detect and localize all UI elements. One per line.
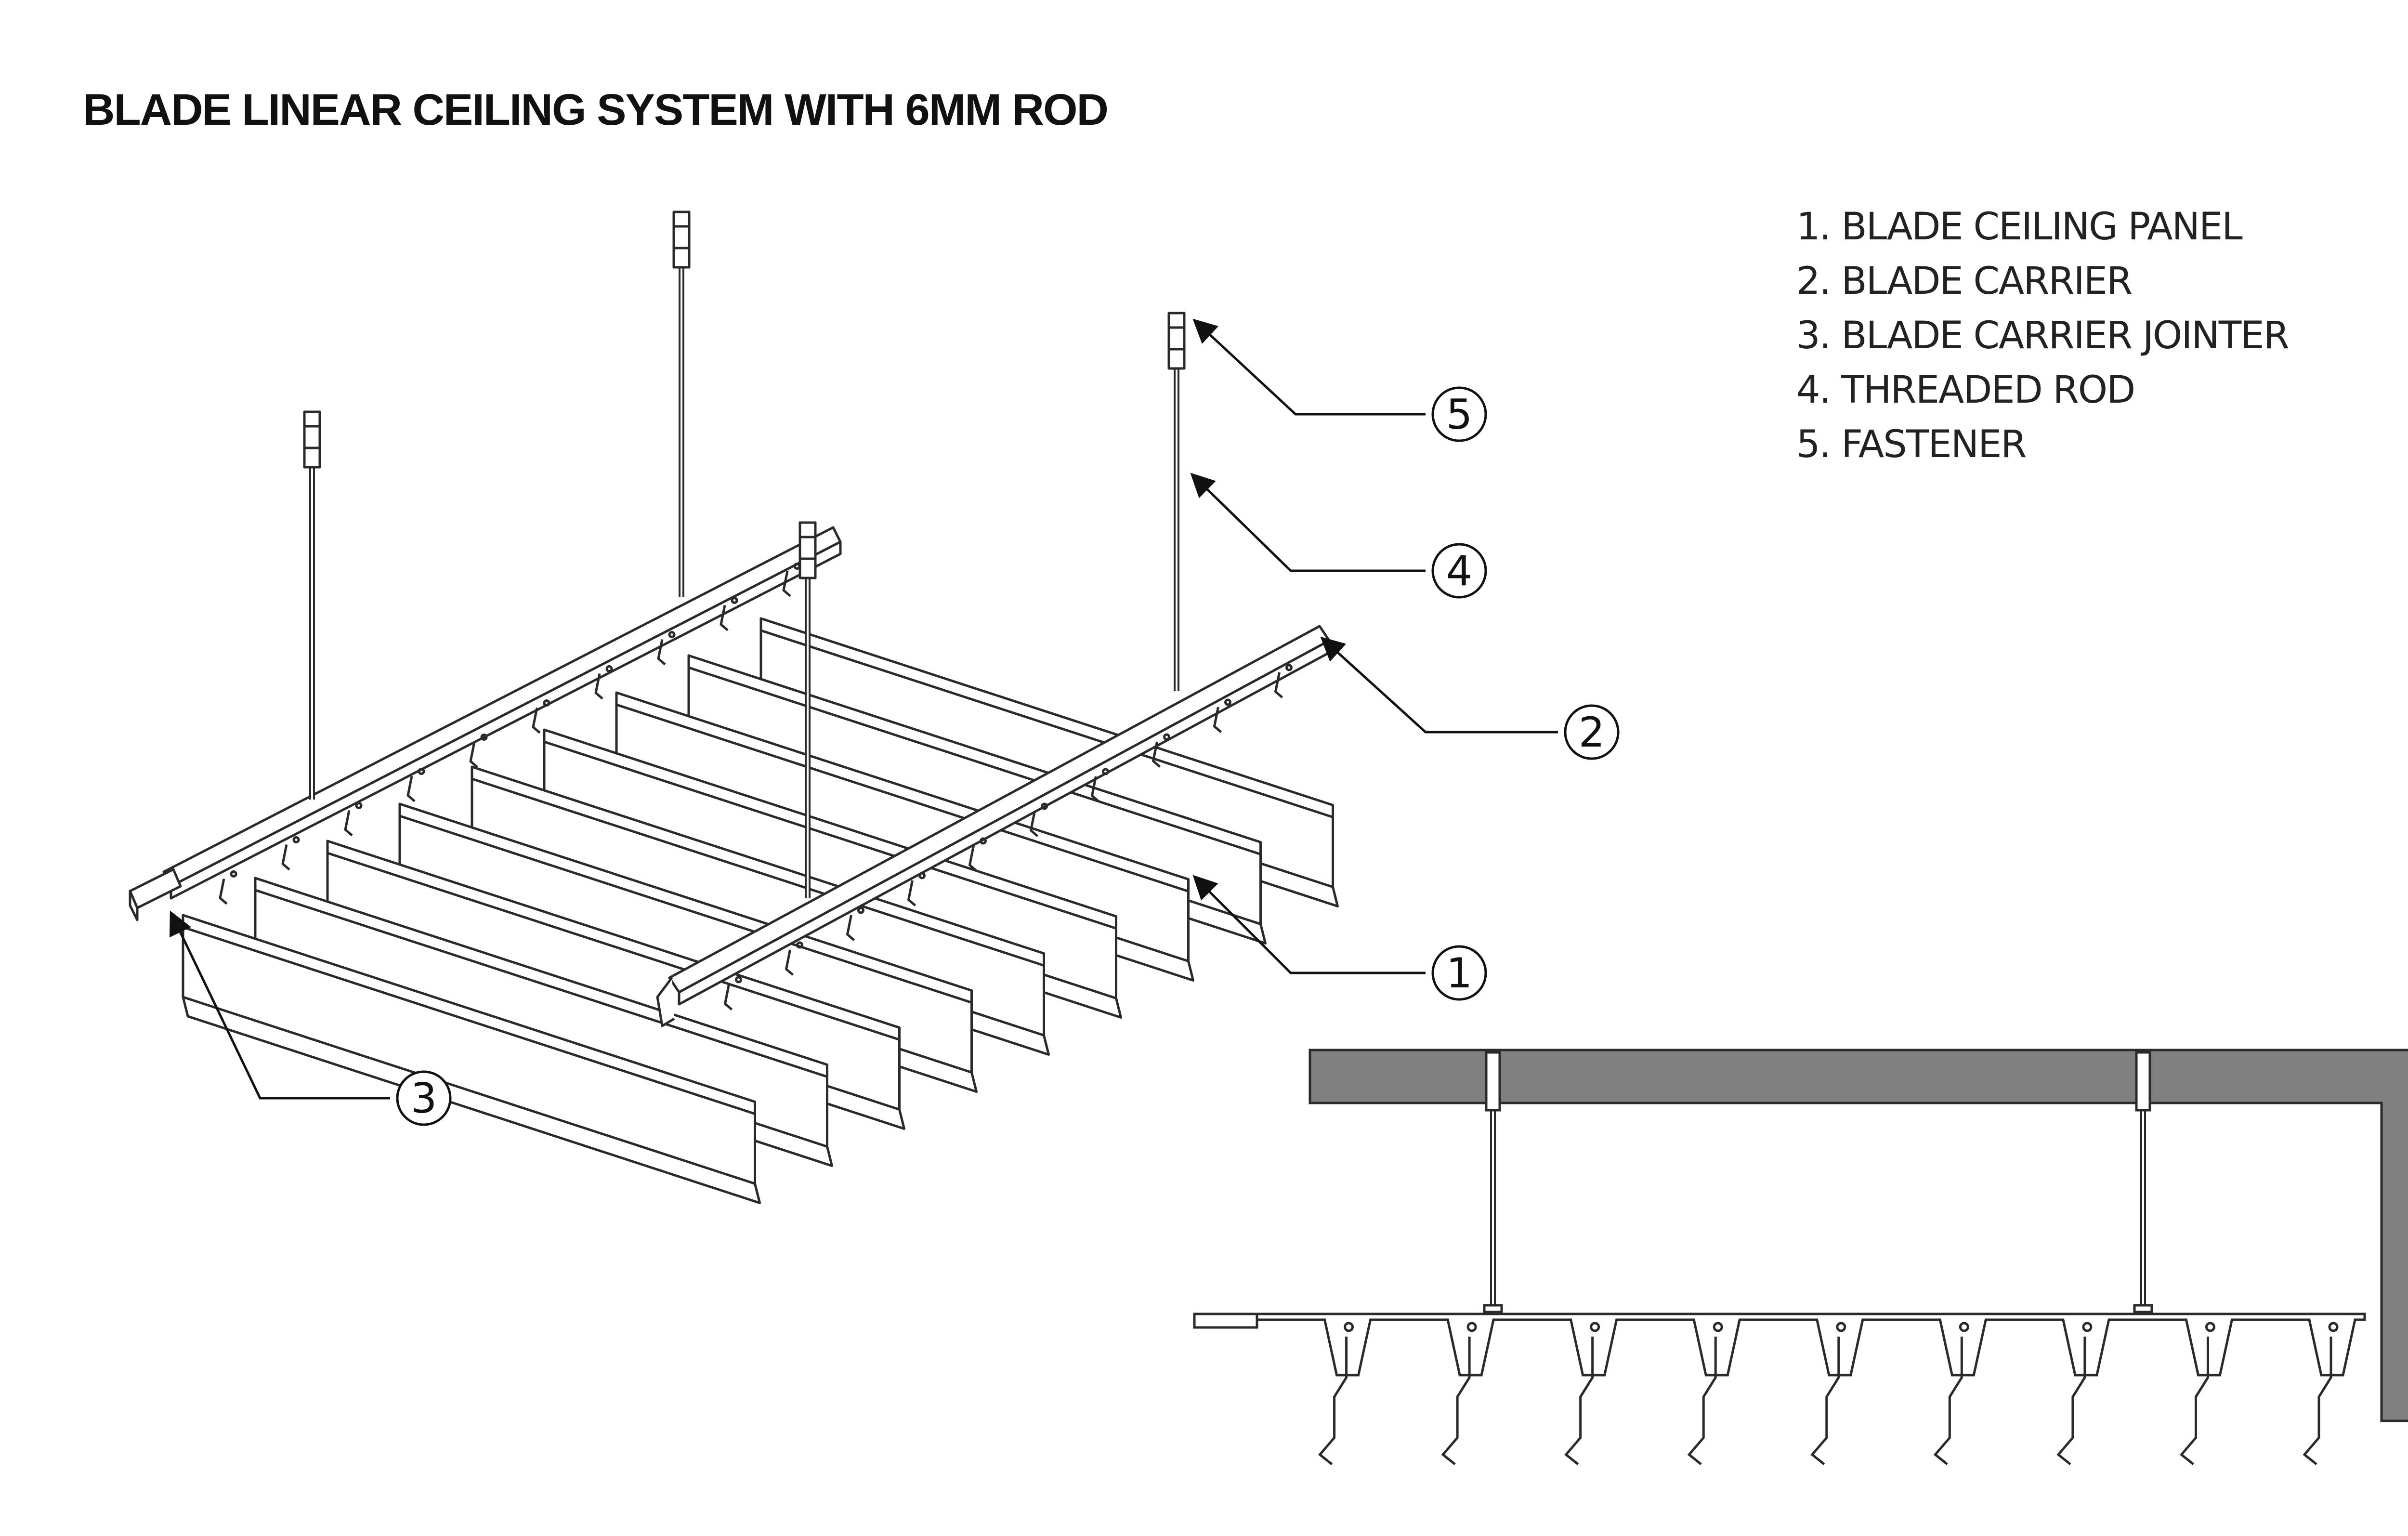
carrier-hole	[543, 699, 550, 707]
blade-panels	[182, 617, 1339, 1204]
callouts: 5 4 2 1 3	[169, 318, 1620, 1126]
carrier-hole	[1163, 733, 1170, 741]
clip	[907, 880, 916, 906]
fastener-icon	[1485, 1051, 1501, 1112]
carrier-hole	[418, 768, 425, 775]
carrier-hole	[292, 836, 300, 843]
section-blade	[2056, 1322, 2093, 1465]
clip	[1274, 672, 1283, 698]
fastener-icon	[672, 210, 691, 269]
page-title: BLADE LINEAR CEILING SYSTEM WITH 6MM ROD	[83, 85, 1109, 134]
clip	[406, 776, 416, 802]
callout-1-number: 1	[1446, 949, 1473, 998]
carrier-hole	[605, 665, 613, 672]
clip	[1030, 811, 1039, 837]
carrier-hole	[731, 597, 738, 604]
callout-1: 1	[1192, 875, 1487, 1001]
section-carrier	[1193, 1313, 2366, 1377]
clip	[1213, 707, 1222, 733]
threaded-rod	[303, 410, 321, 800]
clip	[724, 984, 733, 1011]
legend-item-threaded-rod: 4. THREADED ROD	[1796, 368, 2135, 412]
carrier-hole	[857, 906, 864, 914]
clip	[720, 605, 729, 631]
callout-5: 5	[1192, 318, 1487, 442]
carrier-hole	[230, 870, 237, 878]
callout-3: 3	[169, 910, 452, 1126]
callout-5-number: 5	[1446, 391, 1473, 439]
callout-4: 4	[1190, 473, 1487, 599]
carrier-hole	[980, 837, 987, 845]
legend-item-blade-ceiling-panel: 1. BLADE CEILING PANEL	[1796, 205, 2243, 249]
clip	[968, 845, 978, 872]
clip	[219, 879, 228, 905]
carrier-hole	[668, 631, 676, 638]
clip	[532, 708, 541, 734]
callout-3-number: 3	[411, 1075, 437, 1123]
clip	[846, 915, 855, 941]
section-blade	[1810, 1322, 1846, 1465]
clip	[782, 571, 791, 597]
carrier-hole	[1102, 768, 1109, 775]
callout-2: 2	[1320, 636, 1620, 760]
legend: 1. BLADE CEILING PANEL 2. BLADE CARRIER …	[1796, 200, 2290, 472]
carrier-hole	[355, 802, 363, 809]
legend-item-blade-carrier-jointer: 3. BLADE CARRIER JOINTER	[1796, 314, 2290, 357]
fastener-icon	[2135, 1051, 2151, 1112]
clip	[469, 742, 478, 768]
legend-item-fastener: 5. FASTENER	[1796, 423, 2027, 466]
section-rod	[2133, 1051, 2153, 1313]
legend-item-blade-carrier: 2. BLADE CARRIER	[1796, 260, 2133, 303]
clip	[785, 949, 794, 976]
clip	[1152, 741, 1161, 768]
section-rod	[1483, 1051, 1503, 1313]
section-view	[1193, 1049, 2408, 1465]
fastener-icon	[303, 410, 321, 469]
carrier-hole	[918, 872, 926, 880]
section-blade	[1441, 1322, 1477, 1465]
blade-carrier-front	[129, 526, 842, 921]
carrier-hole	[796, 941, 803, 949]
threaded-rod	[798, 521, 817, 898]
section-blade	[1687, 1322, 1723, 1465]
callout-4-number: 4	[1446, 547, 1473, 595]
section-blades	[1318, 1322, 2339, 1465]
section-blade	[1933, 1322, 1969, 1465]
clip	[594, 673, 603, 700]
carrier-hole	[1285, 664, 1293, 671]
section-blade	[1318, 1322, 1354, 1465]
section-rods	[1483, 1051, 2153, 1313]
carrier-hole	[1224, 698, 1231, 706]
section-blade	[2179, 1322, 2215, 1465]
clip	[281, 844, 290, 871]
carrier-hole	[735, 976, 742, 984]
section-blade	[2303, 1322, 2339, 1465]
concrete-slab	[1309, 1049, 2408, 1422]
threaded-rod	[1167, 312, 1186, 691]
clip	[1091, 776, 1100, 802]
threaded-rods	[303, 210, 1186, 898]
fastener-icon	[798, 521, 817, 579]
section-blade	[1564, 1322, 1600, 1465]
threaded-rod	[672, 210, 691, 597]
isometric-view	[129, 210, 1339, 1204]
clip	[344, 810, 353, 837]
blade-panel	[182, 914, 761, 1204]
clip	[657, 639, 666, 666]
carrier-hole	[480, 734, 488, 741]
fastener-icon	[1167, 312, 1186, 370]
carrier-hole	[1041, 802, 1048, 810]
callout-2-number: 2	[1579, 709, 1605, 757]
